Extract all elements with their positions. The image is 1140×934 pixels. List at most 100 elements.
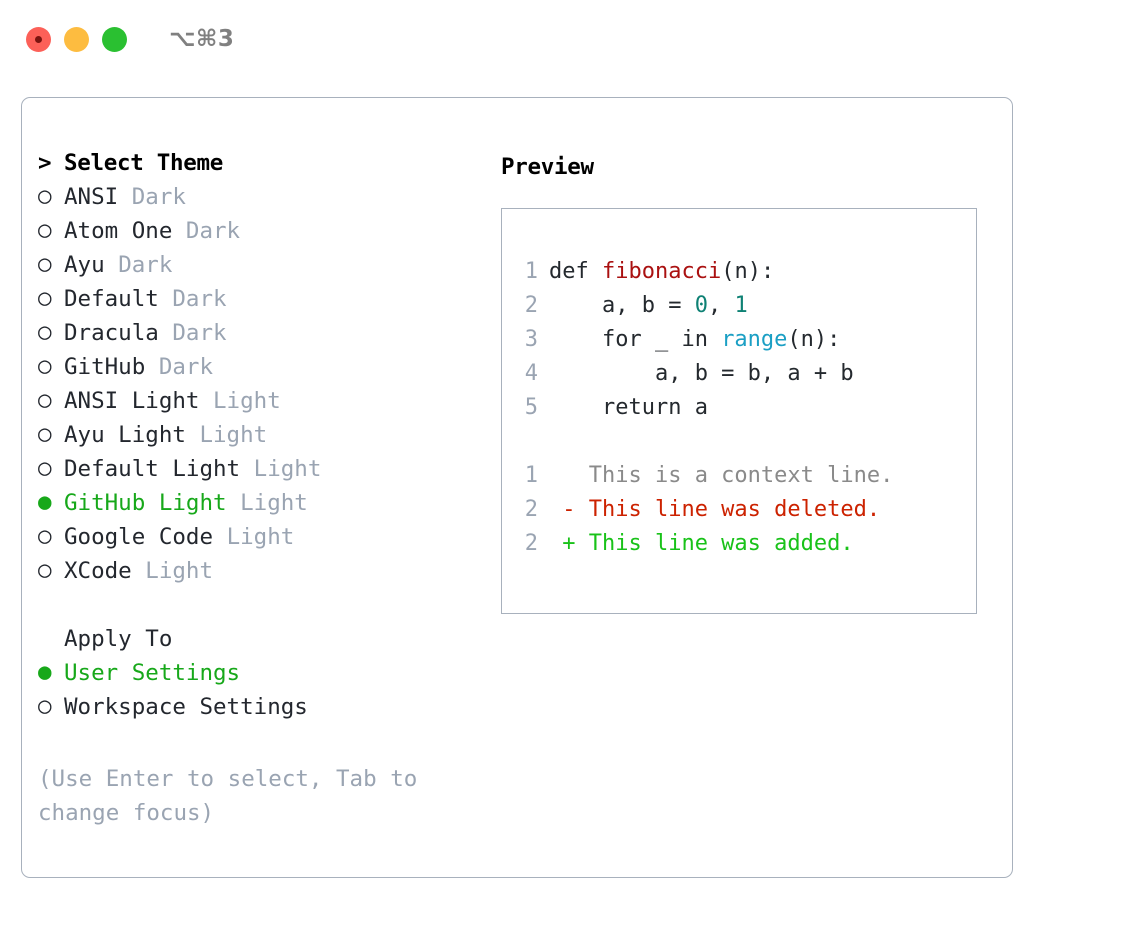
code-token-fn: fibonacci — [601, 259, 722, 284]
theme-kind-badge: Light — [253, 456, 322, 482]
theme-item-github[interactable]: ○ GitHub Dark — [38, 354, 478, 388]
radio-unselected-icon: ○ — [38, 455, 52, 481]
select-theme-label: Select Theme — [64, 150, 223, 176]
diff-line-text: - This line was deleted. — [549, 497, 881, 522]
code-token-num: 0 — [694, 293, 708, 318]
code-token-plain: (n): — [721, 259, 775, 284]
code-line: 2 a, b = 0, 1 — [516, 293, 970, 327]
theme-name: Default Light — [64, 456, 254, 482]
radio-unselected-icon: ○ — [38, 523, 52, 549]
theme-item-ansi[interactable]: ○ANSI Dark — [38, 184, 478, 218]
keyboard-hint: (Use Enter to select, Tab to change focu… — [38, 766, 418, 826]
line-number: 1 — [524, 259, 538, 284]
theme-item-default[interactable]: ○ Default Dark — [38, 286, 478, 320]
apply-to-option-user-settings[interactable]: ●User Settings — [38, 660, 478, 694]
keyboard-shortcut-label: ⌥⌘3 — [169, 26, 235, 52]
select-theme-header: > Select Theme — [38, 150, 478, 184]
apply-to-label: Apply To — [64, 626, 173, 652]
theme-item-default-light[interactable]: ○ Default Light Light — [38, 456, 478, 490]
main-panel: >Select Theme ○ANSI Dark○Atom One Dark○A… — [21, 97, 1013, 878]
code-line: 4 a, b = b, a + b — [516, 361, 970, 395]
theme-name: ANSI — [64, 184, 132, 210]
theme-kind-badge: Dark — [131, 184, 186, 210]
theme-item-ansi-light[interactable]: ○ANSI Light Light — [38, 388, 478, 422]
theme-kind-badge: Dark — [172, 286, 227, 312]
code-line: 3 for _ in range(n): — [516, 327, 970, 361]
apply-to-option-label: Workspace Settings — [64, 694, 308, 720]
maximize-button[interactable] — [102, 26, 127, 52]
close-button[interactable] — [26, 26, 51, 52]
theme-kind-badge: Dark — [158, 354, 214, 380]
radio-unselected-icon: ○ — [38, 421, 52, 447]
diff-line-text: + This line was added. — [549, 531, 854, 556]
radio-unselected-icon: ○ — [38, 387, 52, 413]
theme-kind-badge: Dark — [118, 252, 173, 278]
preview-title: Preview — [501, 154, 594, 180]
theme-name: Atom One — [64, 218, 186, 244]
title-bar: ⌥⌘3 — [0, 0, 1140, 78]
radio-unselected-icon: ○ — [38, 693, 52, 719]
theme-name: GitHub Light — [64, 490, 241, 516]
line-number: 2 — [524, 293, 538, 318]
radio-unselected-icon: ○ — [38, 285, 52, 311]
radio-unselected-icon: ○ — [38, 353, 52, 379]
code-token-plain: for _ in — [549, 327, 722, 352]
theme-kind-badge: Light — [226, 524, 295, 550]
theme-item-github-light[interactable]: ●GitHub Light Light — [38, 490, 478, 524]
theme-name: Dracula — [64, 320, 173, 346]
theme-name: Default — [64, 286, 173, 312]
radio-unselected-icon: ○ — [38, 217, 52, 243]
theme-name: Ayu — [64, 252, 119, 278]
code-token-plain: (n): — [787, 327, 841, 352]
line-number: 5 — [524, 395, 538, 420]
code-token-num: 1 — [734, 293, 748, 318]
code-line-text: for _ in range(n): — [549, 327, 840, 352]
theme-selector-column: >Select Theme ○ANSI Dark○Atom One Dark○A… — [38, 150, 478, 728]
list-spacer — [38, 592, 478, 626]
theme-item-atom-one[interactable]: ○ Atom One Dark — [38, 218, 478, 252]
theme-item-xcode[interactable]: ○XCode Light — [38, 558, 478, 592]
theme-name: ANSI Light — [64, 388, 214, 414]
theme-kind-badge: Dark — [185, 218, 241, 244]
theme-item-ayu-light[interactable]: ○ Ayu Light Light — [38, 422, 478, 456]
diff-line-context: 1 This is a context line. — [516, 463, 970, 497]
code-token-plain: def — [549, 259, 602, 284]
apply-to-options[interactable]: ●User Settings○ Workspace Settings — [38, 660, 478, 728]
code-line-text: def fibonacci(n): — [549, 259, 774, 284]
code-line: 5 return a — [516, 395, 970, 429]
code-token-plain: a, b = — [549, 293, 695, 318]
code-line-text: return a — [549, 395, 708, 420]
apply-to-option-workspace-settings[interactable]: ○ Workspace Settings — [38, 694, 478, 728]
theme-name: Ayu Light — [64, 422, 200, 448]
code-token-plain: , — [707, 293, 735, 318]
minimize-button[interactable] — [64, 26, 89, 52]
diff-line-text: This is a context line. — [549, 463, 894, 488]
theme-item-ayu[interactable]: ○Ayu Dark — [38, 252, 478, 286]
code-diff-separator — [516, 429, 970, 463]
theme-kind-badge: Light — [145, 558, 214, 584]
radio-selected-icon: ● — [38, 489, 52, 515]
apply-to-option-label: User Settings — [64, 660, 241, 686]
diff-line-deleted: 2 - This line was deleted. — [516, 497, 970, 531]
radio-unselected-icon: ○ — [38, 319, 52, 345]
diff-sample: 1 This is a context line.2 - This line w… — [516, 463, 970, 565]
code-line-text: a, b = 0, 1 — [549, 293, 748, 318]
diff-line-added: 2 + This line was added. — [516, 531, 970, 565]
theme-name: GitHub — [64, 354, 159, 380]
theme-list[interactable]: ○ANSI Dark○Atom One Dark○Ayu Dark○Defaul… — [38, 184, 478, 592]
line-number: 2 — [524, 531, 538, 556]
code-token-plain: return a — [549, 395, 708, 420]
code-token-builtin: range — [721, 327, 788, 352]
prompt-caret-icon: > — [38, 150, 52, 176]
line-number: 1 — [524, 463, 538, 488]
apply-to-title: Apply To — [38, 626, 478, 660]
theme-item-dracula[interactable]: ○Dracula Dark — [38, 320, 478, 354]
theme-kind-badge: Light — [199, 422, 268, 448]
code-token-plain: a, b = b, a + b — [549, 361, 854, 386]
theme-item-google-code[interactable]: ○Google Code Light — [38, 524, 478, 558]
traffic-lights — [26, 26, 127, 52]
